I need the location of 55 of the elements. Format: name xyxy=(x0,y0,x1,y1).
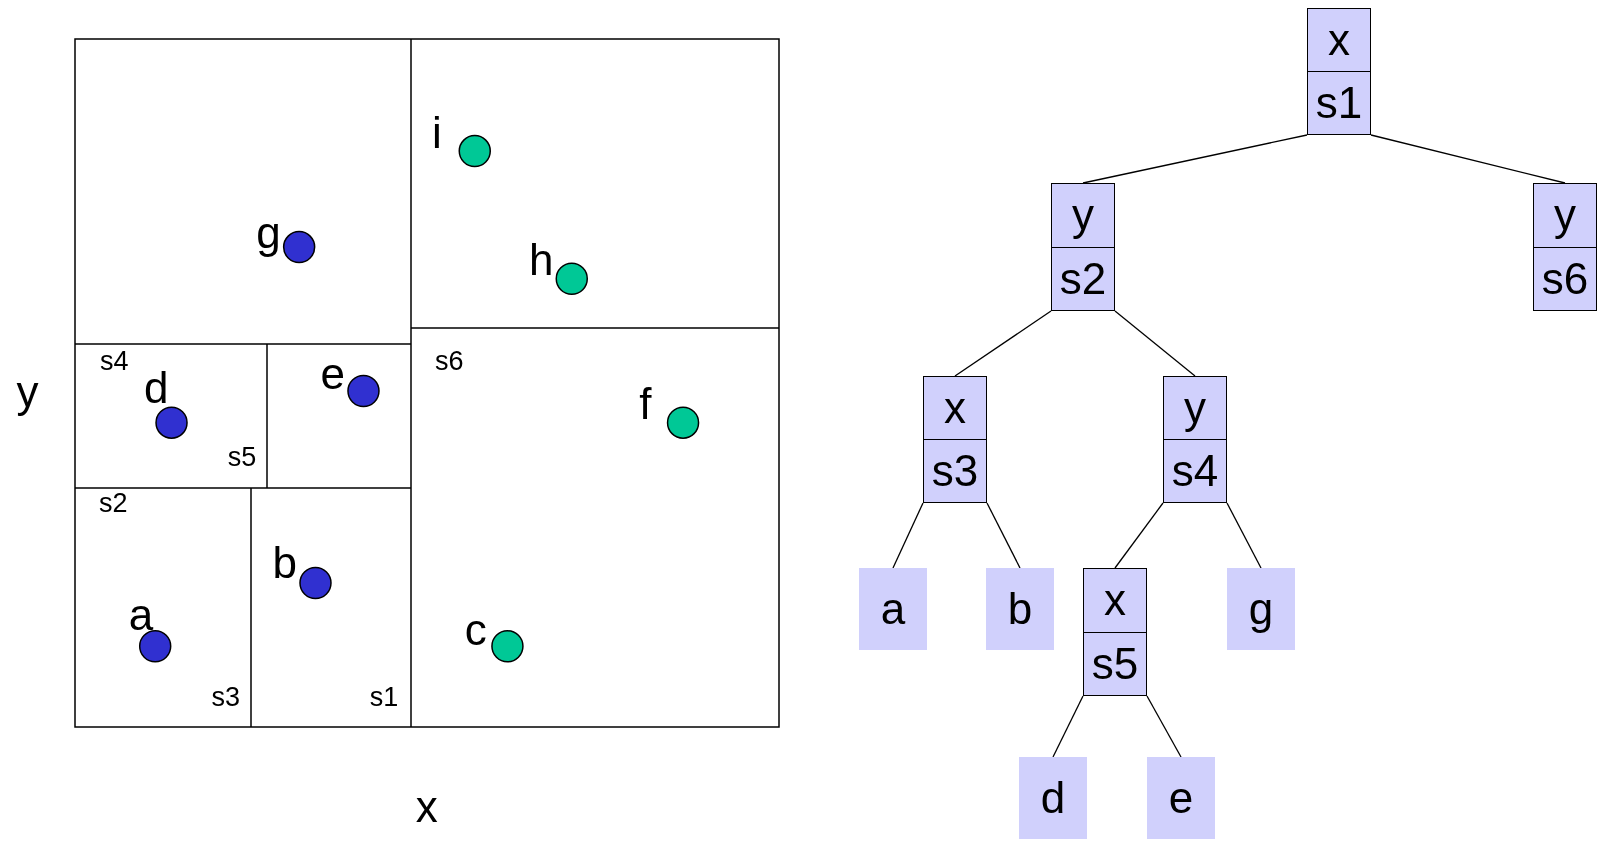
tree-edge xyxy=(1052,695,1084,758)
point-label: d xyxy=(143,365,169,410)
tree-edge xyxy=(1114,310,1196,377)
node-label: s2 xyxy=(1059,256,1107,301)
point-label: f xyxy=(639,382,652,427)
leaf-node xyxy=(859,568,927,650)
node-label: s5 xyxy=(1091,641,1139,686)
tree-edge xyxy=(954,310,1052,377)
region-label: s5 xyxy=(227,443,257,471)
region-label: s6 xyxy=(434,347,464,375)
node-label: g xyxy=(1248,587,1274,631)
node-label: s4 xyxy=(1171,449,1219,493)
point-label: c xyxy=(464,607,487,652)
point-label: h xyxy=(528,238,554,283)
point-label: a xyxy=(128,592,154,637)
tree-edge xyxy=(1226,502,1262,569)
node-label: y xyxy=(1554,193,1576,238)
axis-label: y xyxy=(16,370,39,415)
leaf-node xyxy=(986,568,1054,650)
point-label: e xyxy=(320,351,346,396)
split-node xyxy=(1051,183,1115,311)
split-node xyxy=(1533,183,1597,311)
node-label: x xyxy=(1104,578,1126,623)
node-label: s1 xyxy=(1315,81,1363,125)
split-node xyxy=(1083,568,1147,696)
node-label: s3 xyxy=(931,449,979,493)
region-label: s3 xyxy=(211,683,240,711)
node-label: y xyxy=(1184,386,1206,430)
axis-label: x xyxy=(415,784,438,829)
region-label: s2 xyxy=(99,489,128,517)
leaf-node xyxy=(1147,757,1215,839)
region-label: s4 xyxy=(100,347,129,375)
leaf-node xyxy=(1227,568,1295,650)
tree-edge xyxy=(892,502,924,569)
tree-edge xyxy=(1114,502,1164,569)
split-node xyxy=(923,376,987,503)
node-label: s6 xyxy=(1541,256,1589,301)
tree-edge xyxy=(1082,134,1308,184)
point-label: b xyxy=(272,540,298,585)
node-label: x xyxy=(944,386,966,430)
tree-edge xyxy=(986,502,1021,569)
node-label: x xyxy=(1328,18,1350,62)
node-label: b xyxy=(1007,587,1033,631)
point-label: i xyxy=(432,110,442,155)
node-label: e xyxy=(1168,776,1194,820)
node-label: y xyxy=(1072,193,1094,238)
split-node xyxy=(1307,8,1371,135)
point-label: g xyxy=(256,210,281,255)
node-label: a xyxy=(880,587,906,631)
tree-edge xyxy=(1370,134,1566,184)
leaf-node xyxy=(1019,757,1087,839)
region-label: s1 xyxy=(369,683,399,711)
tree-edge xyxy=(1146,695,1182,758)
node-label: d xyxy=(1040,776,1066,820)
split-node xyxy=(1163,376,1227,503)
